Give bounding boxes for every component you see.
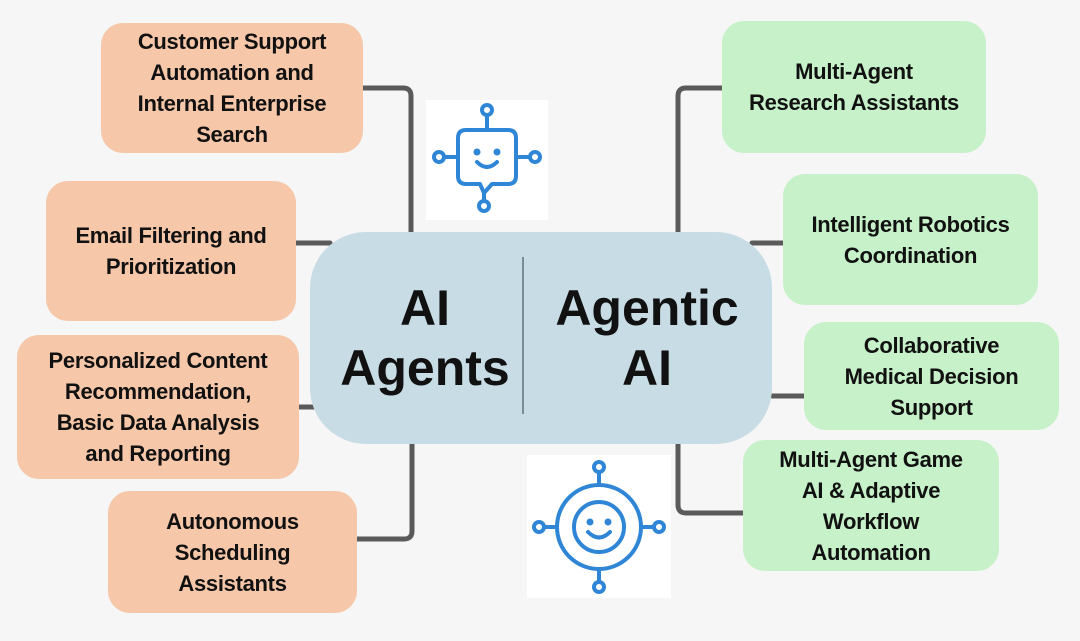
example-label: Autonomous Scheduling Assistants bbox=[166, 508, 299, 596]
ai-agents-title: AI Agents bbox=[340, 280, 510, 396]
center-divider bbox=[522, 257, 524, 414]
agent-network-icon bbox=[527, 455, 671, 598]
example-label: Collaborative Medical Decision Support bbox=[844, 332, 1019, 420]
chatbot-icon bbox=[426, 100, 548, 220]
example-label: Personalized Content Recommendation, Bas… bbox=[48, 348, 268, 466]
connector-left-4 bbox=[353, 441, 415, 542]
agentic-ai-example-robotics: Intelligent Robotics Coordination bbox=[783, 174, 1038, 305]
connector-right-1 bbox=[675, 85, 727, 235]
connector-left-1 bbox=[359, 85, 414, 235]
example-label: Intelligent Robotics Coordination bbox=[811, 211, 1010, 268]
ai-agents-example-email-filtering: Email Filtering and Prioritization bbox=[46, 181, 296, 321]
agentic-ai-example-game-ai: Multi-Agent Game AI & Adaptive Workflow … bbox=[743, 440, 999, 571]
example-label: Customer Support Automation and Internal… bbox=[137, 29, 327, 147]
example-label: Email Filtering and Prioritization bbox=[75, 223, 267, 279]
ai-agents-example-customer-support: Customer Support Automation and Internal… bbox=[101, 23, 363, 153]
ai-agents-example-personalized-content: Personalized Content Recommendation, Bas… bbox=[17, 335, 299, 479]
central-comparison-node: AI Agents Agentic AI bbox=[310, 232, 772, 444]
ai-agents-example-autonomous-scheduling: Autonomous Scheduling Assistants bbox=[108, 491, 357, 613]
connector-right-4 bbox=[675, 441, 747, 516]
agentic-ai-example-research-assistants: Multi-Agent Research Assistants bbox=[722, 21, 986, 153]
example-label: Multi-Agent Research Assistants bbox=[749, 59, 959, 115]
example-label: Multi-Agent Game AI & Adaptive Workflow … bbox=[779, 446, 963, 565]
agentic-ai-title: Agentic AI bbox=[555, 280, 739, 396]
agentic-ai-example-medical-decision: Collaborative Medical Decision Support bbox=[804, 322, 1059, 430]
